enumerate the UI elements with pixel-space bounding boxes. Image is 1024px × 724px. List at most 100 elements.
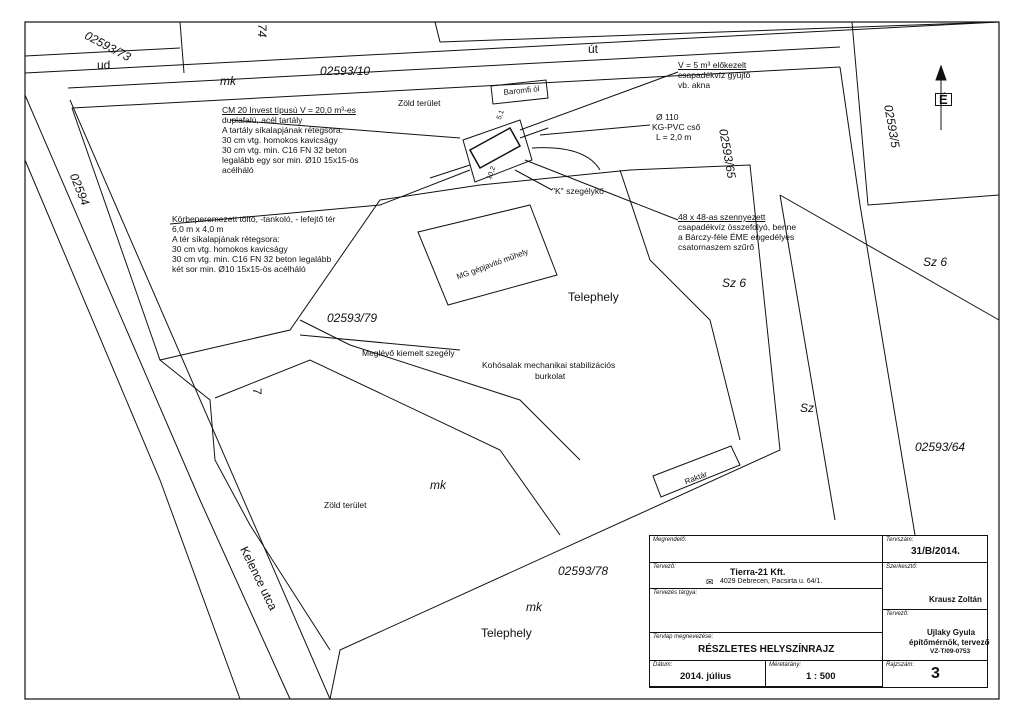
parcel-line-sz <box>839 66 861 206</box>
tb-sheet: 3 <box>931 665 940 682</box>
road-line-top-4 <box>439 21 1000 43</box>
tb-plan-no-caption: Tervszám: <box>886 537 914 543</box>
note-tank-line: A tartály síkalapjának rétegsora: <box>222 125 343 135</box>
note-collector-line: csapadékvíz gyűjtő <box>678 70 751 80</box>
tb-sheet-cell: Rajzszám: 3 <box>883 661 987 687</box>
parcel-line-right <box>779 194 1000 321</box>
label-sz: Sz <box>800 401 815 415</box>
tb-subject-cell: Tervezés tárgya: <box>650 589 883 633</box>
tb-designer-address: 4029 Debrecen, Pacsirta u. 64/1. <box>720 578 823 585</box>
note-drain: 48 x 48-as szennyezett csapadékvíz össze… <box>678 212 796 252</box>
note-tank-line: 30 cm vtg. homokos kavicságy <box>222 135 338 145</box>
parcel-label-74: 74 <box>255 24 269 38</box>
label-ud: ud <box>97 58 111 72</box>
note-tank-line: duplafalú, acél tartály <box>222 115 303 125</box>
tb-designer-name: Tierra-21 Kft. <box>730 567 786 577</box>
note-existing-kerb: Meglévő kiemelt szegély <box>362 348 455 358</box>
fuel-tank <box>468 126 522 170</box>
tb-client-caption: Megrendelő: <box>653 537 687 543</box>
tb-scale: 1 : 500 <box>806 671 836 682</box>
pipe <box>519 127 549 139</box>
parcel-label-78: 02593/78 <box>558 564 609 578</box>
parcel-line-b <box>434 21 441 43</box>
title-block: Megrendelő: Tervező: Tierra-21 Kft. ✉ 40… <box>649 535 989 688</box>
tb-engineer-caption: Tervező: <box>886 611 909 617</box>
north-arrow-head <box>935 64 947 81</box>
label-ut: út <box>588 42 599 56</box>
leader-k <box>514 169 553 191</box>
tb-scale-cell: Méretarány: 1 : 500 <box>766 661 883 687</box>
tb-editor: Krausz Zoltán <box>929 595 982 604</box>
note-tank: CM 20 Invest típusú V = 20,0 m³-es dupla… <box>222 105 359 175</box>
parcel-label-79: 02593/79 <box>327 311 378 325</box>
note-collector-line: vb. akna <box>678 80 711 90</box>
note-k-kerb: "K" szegélykő <box>552 186 604 196</box>
note-filling-area: Körbeperemezett töltő, -tankoló, - lefej… <box>172 214 335 274</box>
note-pipe-line: KG-PVC cső <box>652 122 701 132</box>
tb-plan-name-cell: Tervlap megnevezése: RÉSZLETES HELYSZÍNR… <box>650 633 883 661</box>
tb-sheet-caption: Rajzszám: <box>886 662 915 668</box>
leader-pipe <box>539 124 651 136</box>
label-site-mid: Telephely <box>568 290 619 304</box>
note-drain-line: csapadékvíz összefolyó, benne <box>678 222 797 232</box>
site-inner-1 <box>159 359 331 651</box>
tb-engineer-name: Ujlaky Gyula <box>927 628 976 637</box>
storage-building <box>652 445 741 498</box>
parcel-line-64a <box>779 194 836 521</box>
parcel-line-73 <box>24 47 181 57</box>
tb-date: 2014. július <box>680 671 732 682</box>
parcel-label-10: 02593/10 <box>320 64 371 78</box>
tb-designer-cell: Tervező: Tierra-21 Kft. ✉ 4029 Debrecen,… <box>650 563 883 589</box>
poultry-shed <box>490 79 549 105</box>
note-area-line: A tér síkalapjának rétegsora: <box>172 234 280 244</box>
note-area-line: Körbeperemezett töltő, -tankoló, - lefej… <box>172 214 336 224</box>
label-surface-2: burkolat <box>535 371 566 381</box>
parcel-line-64b <box>859 204 916 536</box>
tb-plan-name-caption: Tervlap megnevezése: <box>653 634 714 640</box>
leader-kerb <box>299 334 461 351</box>
parcel-line-5 <box>851 21 1000 206</box>
label-green-area-top: Zöld terület <box>398 98 441 108</box>
parcel-line-a <box>179 21 185 74</box>
note-tank-line: acélháló <box>222 165 254 175</box>
label-surface-1: Kohósalak mechanikai stabilizációs <box>482 360 616 370</box>
label-site-bottom: Telephely <box>481 626 532 640</box>
tb-plan-no-cell: Tervszám: 31/B/2014. <box>883 536 987 563</box>
leader-drain <box>524 159 679 221</box>
tank-line <box>429 164 471 179</box>
note-pipe: Ø 110 KG-PVC cső L = 2,0 m <box>652 112 700 142</box>
note-pipe-line: L = 2,0 m <box>656 132 692 142</box>
tb-subject-caption: Tervezés tárgya: <box>653 590 698 596</box>
street-edge-1 <box>24 94 291 700</box>
curved-kerb <box>531 147 601 171</box>
tb-editor-cell: Szerkesztő: Krausz Zoltán <box>883 563 987 610</box>
note-collector: V = 5 m³ előkezelt csapadékvíz gyűjtő vb… <box>678 60 750 90</box>
tb-engineer-cell: Tervező: Ujlaky Gyula építőmérnök, terve… <box>883 610 989 661</box>
street-edge-3 <box>69 99 331 700</box>
note-tank-line: legalább egy sor min. Ø10 15x15-ös <box>222 155 359 165</box>
note-collector-line: V = 5 m³ előkezelt <box>678 60 747 70</box>
tb-plan-name: RÉSZLETES HELYSZÍNRAJZ <box>698 644 835 655</box>
tb-engineer-id: VZ-T/09-0753 <box>930 648 971 655</box>
note-area-line: 30 cm vtg. min. C16 FN 32 beton legalább <box>172 254 332 264</box>
tb-plan-no: 31/B/2014. <box>911 546 960 557</box>
tb-scale-caption: Méretarány: <box>769 662 802 668</box>
road-line-top-1 <box>24 21 1000 74</box>
note-drain-line: csatornaszem szűrő <box>678 242 755 252</box>
site-inner-2 <box>214 359 561 536</box>
note-area-line: két sor min. Ø10 15x15-ös acélháló <box>172 264 306 274</box>
drawing-frame <box>24 21 1000 700</box>
tb-designer-caption: Tervező: <box>653 564 676 570</box>
road-line-top-3 <box>71 66 841 109</box>
north-letter: É <box>935 93 952 106</box>
note-area-line: 30 cm vtg. homokos kavicságy <box>172 244 288 254</box>
note-drain-line: a Bárczy-féle ÉME engedélyes <box>678 232 795 242</box>
note-area-line: 6,0 m x 4,0 m <box>172 224 224 234</box>
note-drain-line: 48 x 48-as szennyezett <box>678 212 766 222</box>
site-boundary <box>71 107 781 700</box>
road-line-top-2 <box>67 46 841 89</box>
leader-tank <box>229 119 461 139</box>
envelope-icon: ✉ <box>706 577 714 587</box>
leader-area <box>169 169 471 225</box>
